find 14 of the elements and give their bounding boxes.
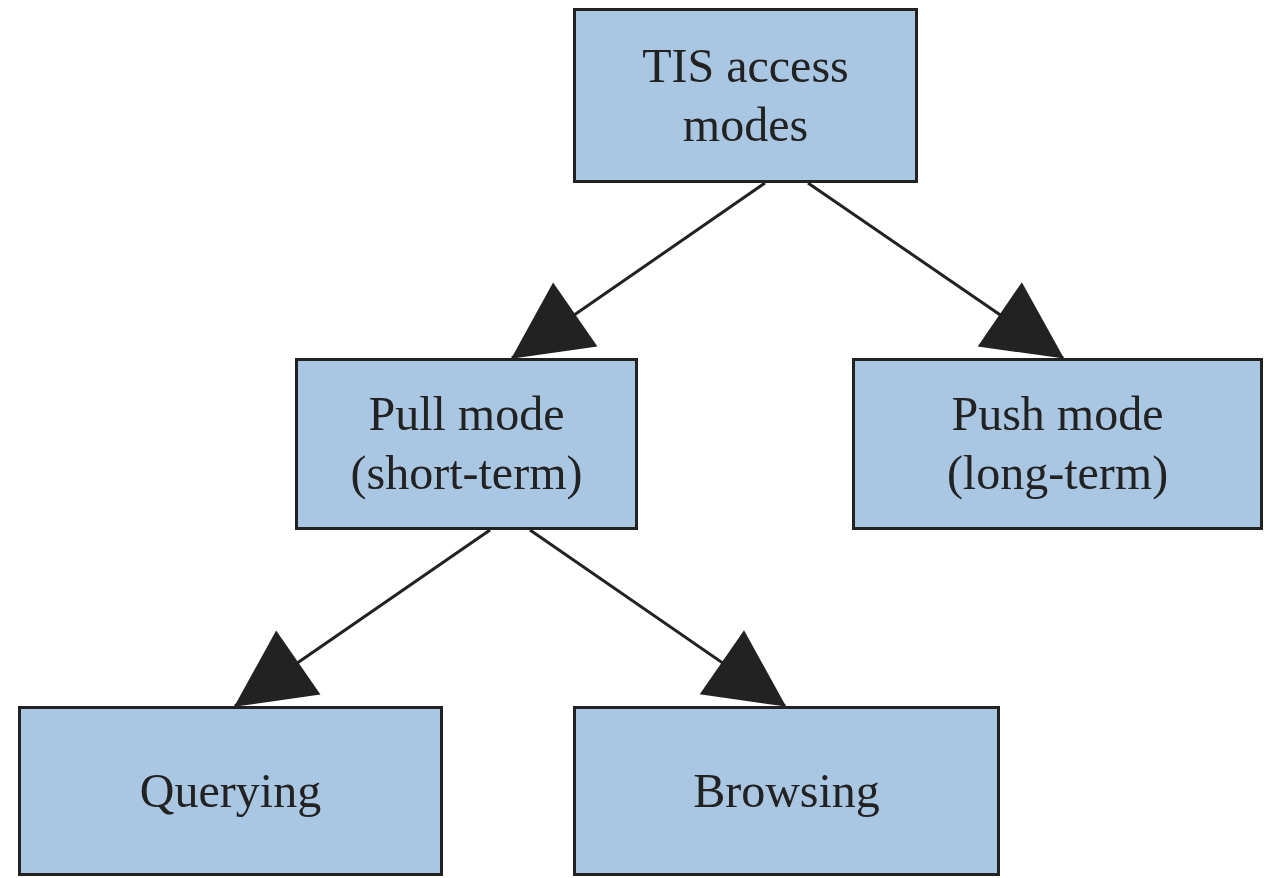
box-label: Push mode (long-term) xyxy=(945,386,1170,502)
box-label: TIS access modes xyxy=(641,37,850,153)
arrow xyxy=(807,181,1065,360)
box-label: Querying xyxy=(139,762,322,819)
box-label: Browsing xyxy=(693,762,880,819)
process-box xyxy=(573,8,918,183)
process-box xyxy=(573,706,1000,876)
arrow xyxy=(511,181,766,360)
process-box xyxy=(18,706,443,876)
box-label: Pull mode (short-term) xyxy=(349,386,584,502)
process-box xyxy=(295,358,638,530)
arrow xyxy=(234,528,491,708)
process-box xyxy=(852,358,1263,530)
arrow xyxy=(529,528,787,708)
